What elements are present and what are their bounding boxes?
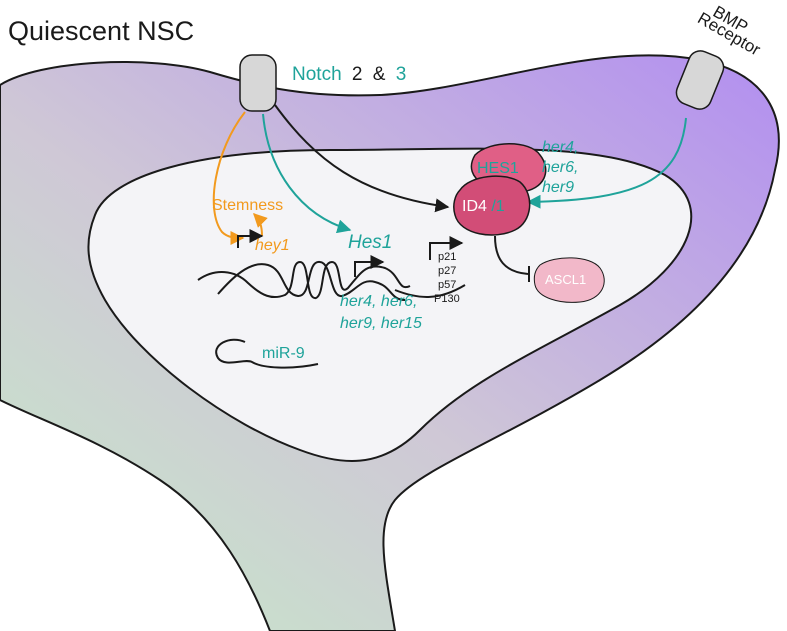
id4-protein-label: ID4 /1 <box>462 198 505 215</box>
notch-to-hes1-arrow <box>262 113 352 234</box>
notch-three: 3 <box>396 64 407 85</box>
her-right-line1: her4, <box>542 139 578 156</box>
bmp-to-id4-arrow <box>526 117 687 209</box>
notch-to-id4-arrow <box>274 104 450 213</box>
her-genes-line2: her9, her15 <box>340 315 422 332</box>
promoter-arrow-icon <box>237 229 264 248</box>
notch-word: Notch <box>292 64 342 85</box>
stemness-label: Stemness <box>212 197 283 214</box>
notch-label: Notch 2 & 3 <box>292 64 406 85</box>
hey1-gene: hey1 <box>255 237 290 254</box>
id4-text: ID4 <box>462 198 487 215</box>
notch-to-hey1-arrow <box>212 111 246 245</box>
notch-amp: & <box>373 64 386 85</box>
page-title: Quiescent NSC <box>8 16 194 46</box>
cki-list: p21 p27 p57 P130 <box>434 251 460 305</box>
nucleus <box>87 147 693 463</box>
dna-strand-icon <box>217 261 406 301</box>
id1-text: /1 <box>491 198 504 215</box>
dna-strand-icon <box>394 284 466 298</box>
bmp-receptor-icon <box>675 50 725 110</box>
mirna-icon <box>215 338 319 369</box>
promoter-arrow-icon <box>429 236 464 260</box>
notch-two: 2 <box>352 64 363 85</box>
her-genes-line1: her4, her6, <box>340 293 417 310</box>
her-right-line3: her9 <box>542 179 574 196</box>
hes1-gene: Hes1 <box>348 232 392 253</box>
notch-receptor-icon <box>239 54 277 112</box>
id4-inhibits-ascl1 <box>494 235 529 275</box>
mir9-label: miR-9 <box>262 345 305 362</box>
promoter-arrow-icon <box>354 255 385 277</box>
ascl1-protein <box>533 257 605 303</box>
cki-p57: p57 <box>438 279 456 291</box>
cki-p27: p27 <box>438 265 456 277</box>
cki-p21: p21 <box>438 251 456 263</box>
cki-p130: P130 <box>434 293 460 305</box>
id4-protein <box>453 175 531 236</box>
hes1-protein-label: HES1 <box>477 160 519 177</box>
her-right-line2: her6, <box>542 159 578 176</box>
ascl1-protein-label: ASCL1 <box>545 272 586 287</box>
